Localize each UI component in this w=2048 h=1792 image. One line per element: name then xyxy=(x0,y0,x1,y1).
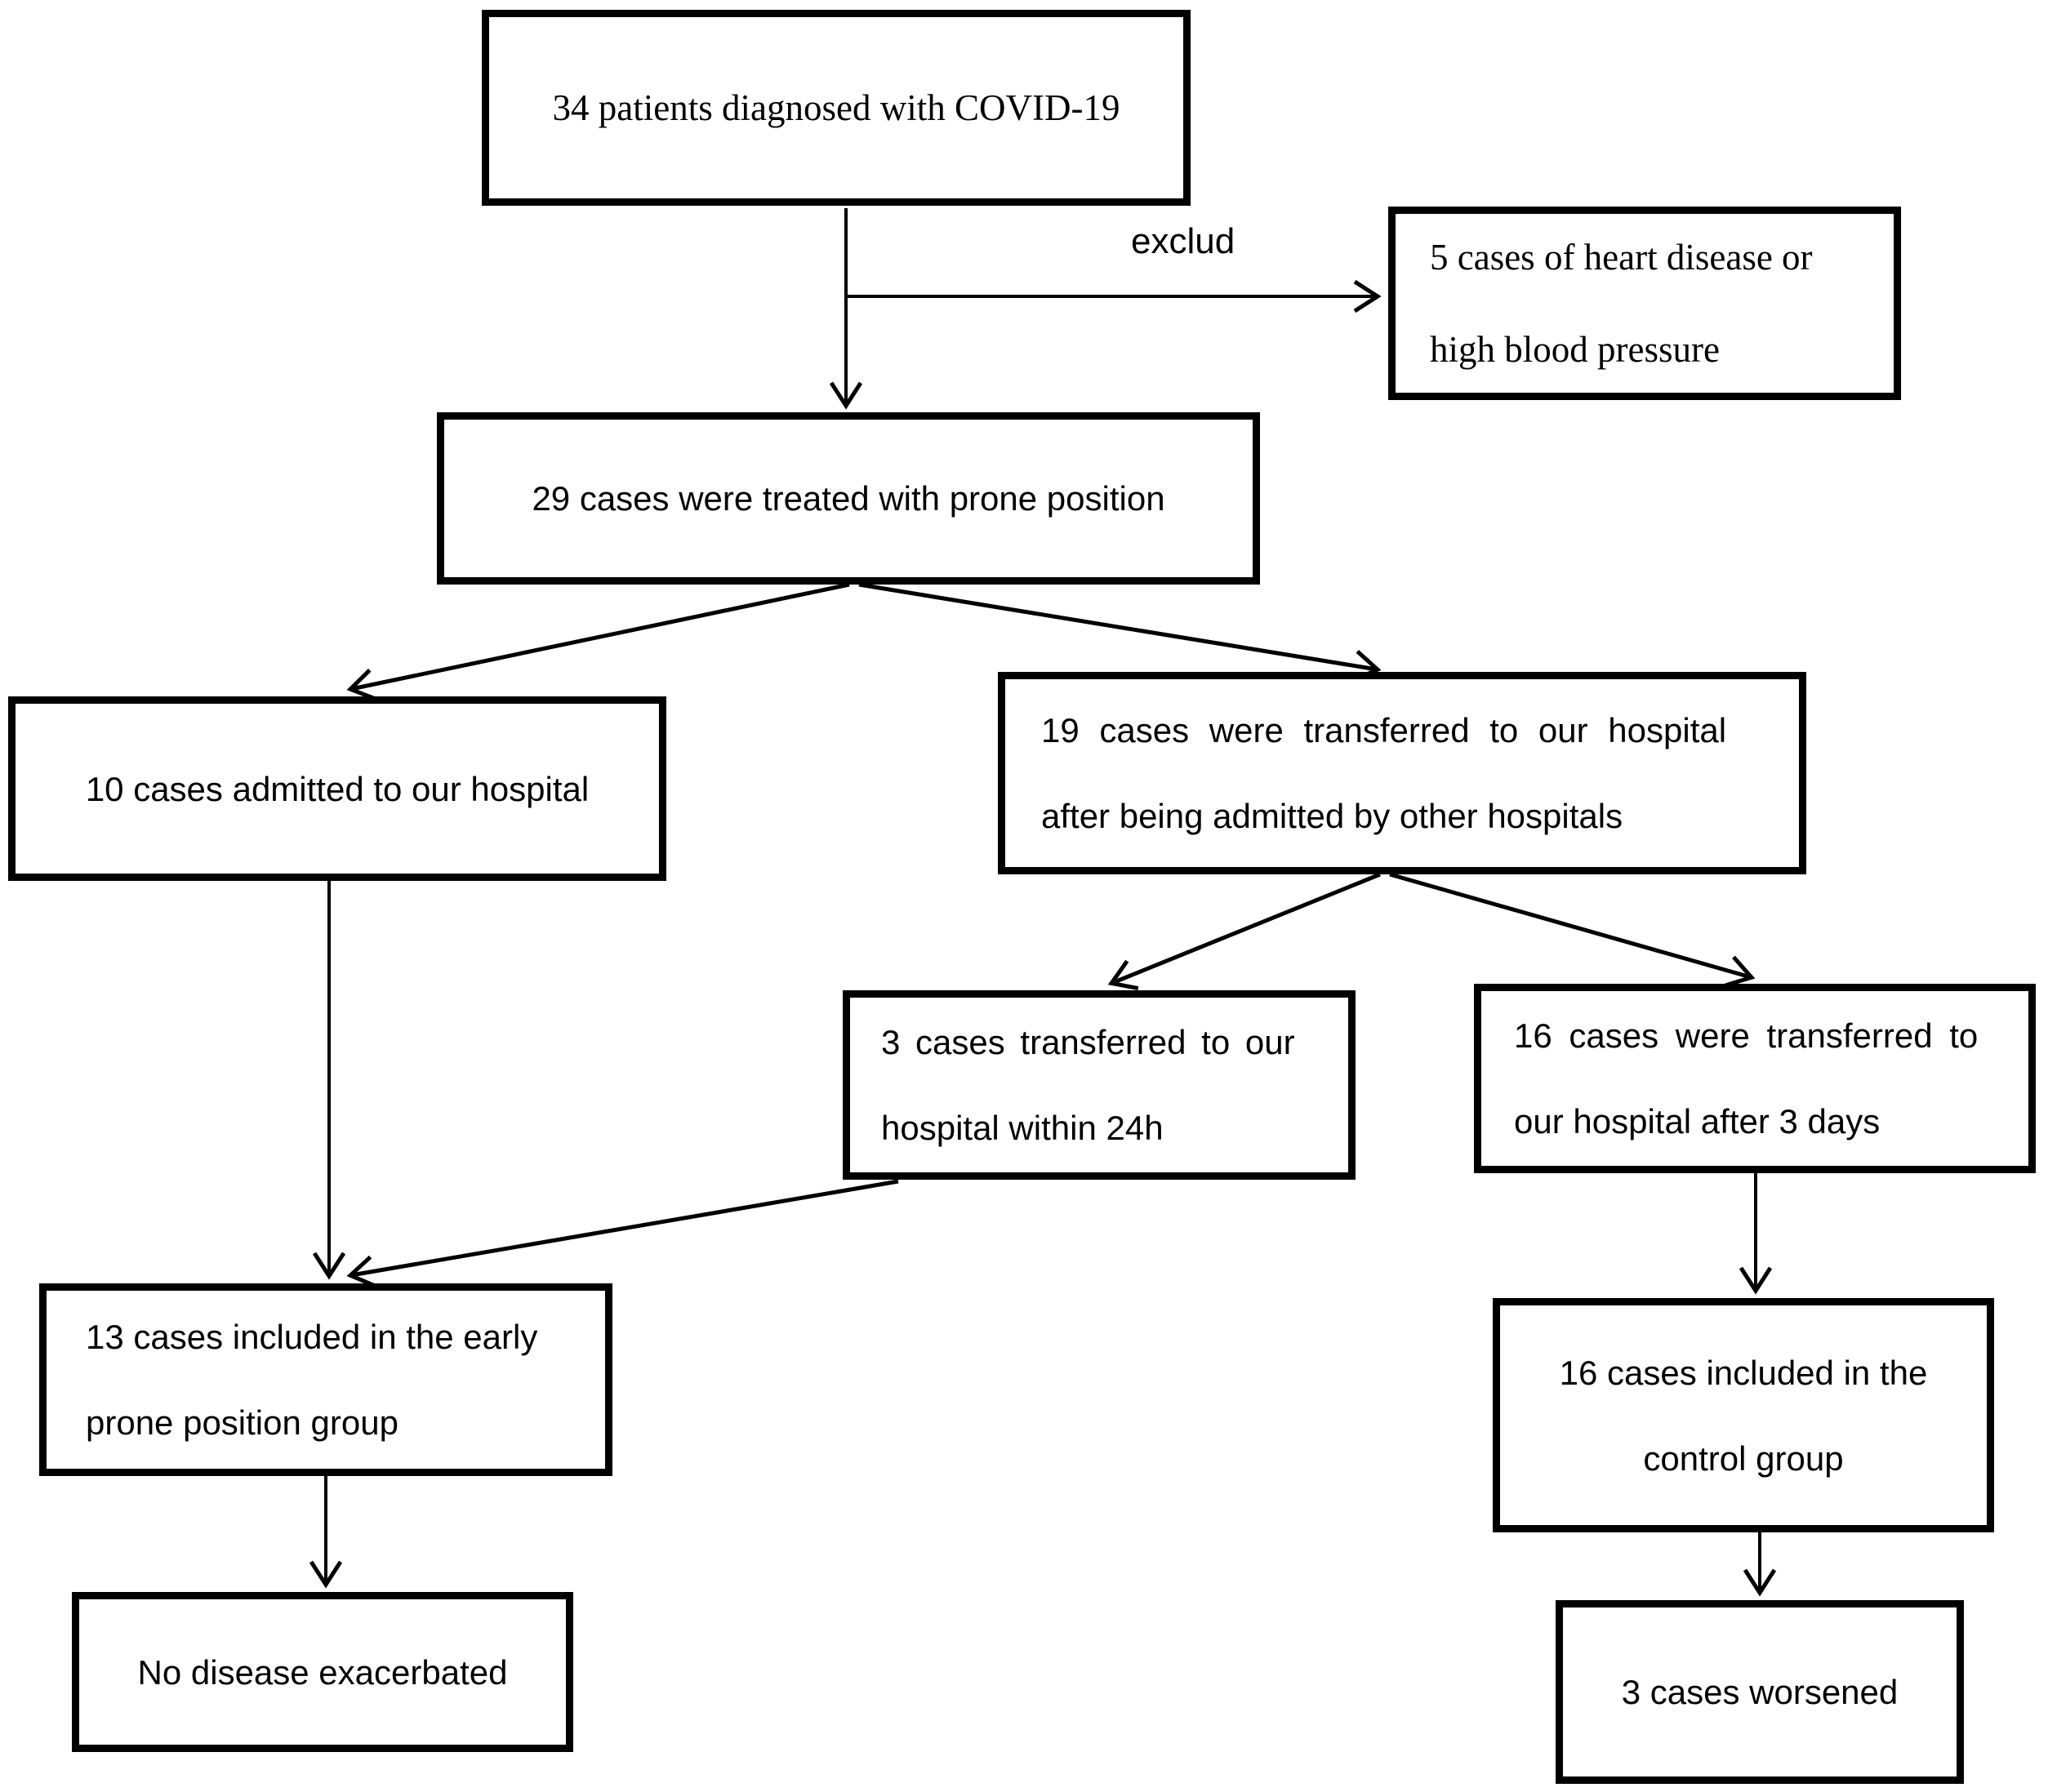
node-text-line-1: 16 cases were transferred to xyxy=(1514,1016,1979,1055)
arrow-within24h-to-early-group xyxy=(346,1179,899,1288)
arrow-prone-to-admitted xyxy=(346,582,850,701)
exclude-edge-label: exclud xyxy=(1131,221,1235,261)
node-text-line-2: high blood pressure xyxy=(1430,328,1720,370)
node-text-line-2: our hospital after 3 days xyxy=(1514,1102,1881,1141)
node-text-line-1: 19 cases were transferred to our hospita… xyxy=(1041,711,1727,749)
node-text: 10 cases admitted to our hospital xyxy=(85,769,590,808)
node-16-after-3-days: 16 cases were transferred to our hospita… xyxy=(1474,984,2036,1173)
node-no-disease-exacerbated: No disease exacerbated xyxy=(72,1592,573,1752)
node-text-line-1: 13 cases included in the early xyxy=(86,1318,538,1356)
arrow-transferred-to-within24h xyxy=(1107,872,1381,990)
node-text-line-2: control group xyxy=(1643,1438,1844,1478)
arrow-prone-to-transferred xyxy=(858,582,1382,683)
node-text: 29 cases were treated with prone positio… xyxy=(532,479,1165,518)
node-13-early-prone-group: 13 cases included in the early prone pos… xyxy=(39,1283,612,1476)
node-text-line-2: hospital within 24h xyxy=(881,1109,1164,1147)
node-29-prone-position: 29 cases were treated with prone positio… xyxy=(437,412,1260,585)
node-3-within-24h: 3 cases transferred to our hospital with… xyxy=(843,990,1356,1180)
node-10-admitted: 10 cases admitted to our hospital xyxy=(8,696,666,881)
node-text-line-1: 3 cases transferred to our xyxy=(881,1023,1295,1061)
arrow-transferred-to-after3days xyxy=(1389,872,1756,988)
node-3-worsened: 3 cases worsened xyxy=(1556,1600,1964,1784)
node-19-transferred: 19 cases were transferred to our hospita… xyxy=(998,672,1806,874)
node-text: 3 cases worsened xyxy=(1621,1673,1899,1711)
node-text-line-1: 5 cases of heart disease or xyxy=(1430,237,1813,278)
node-text-line-2: prone position group xyxy=(86,1403,398,1442)
node-text: No disease exacerbated xyxy=(137,1652,508,1692)
node-16-control-group: 16 cases included in the control group xyxy=(1493,1298,1994,1532)
node-text-line-1: 16 cases included in the xyxy=(1559,1353,1928,1392)
node-text: 34 patients diagnosed with COVID-19 xyxy=(552,87,1120,128)
node-5-cases-excluded: 5 cases of heart disease or high blood p… xyxy=(1388,207,1901,400)
node-text-line-2: after being admitted by other hospitals xyxy=(1041,797,1623,835)
node-34-patients-diagnosed: 34 patients diagnosed with COVID-19 xyxy=(482,10,1191,206)
